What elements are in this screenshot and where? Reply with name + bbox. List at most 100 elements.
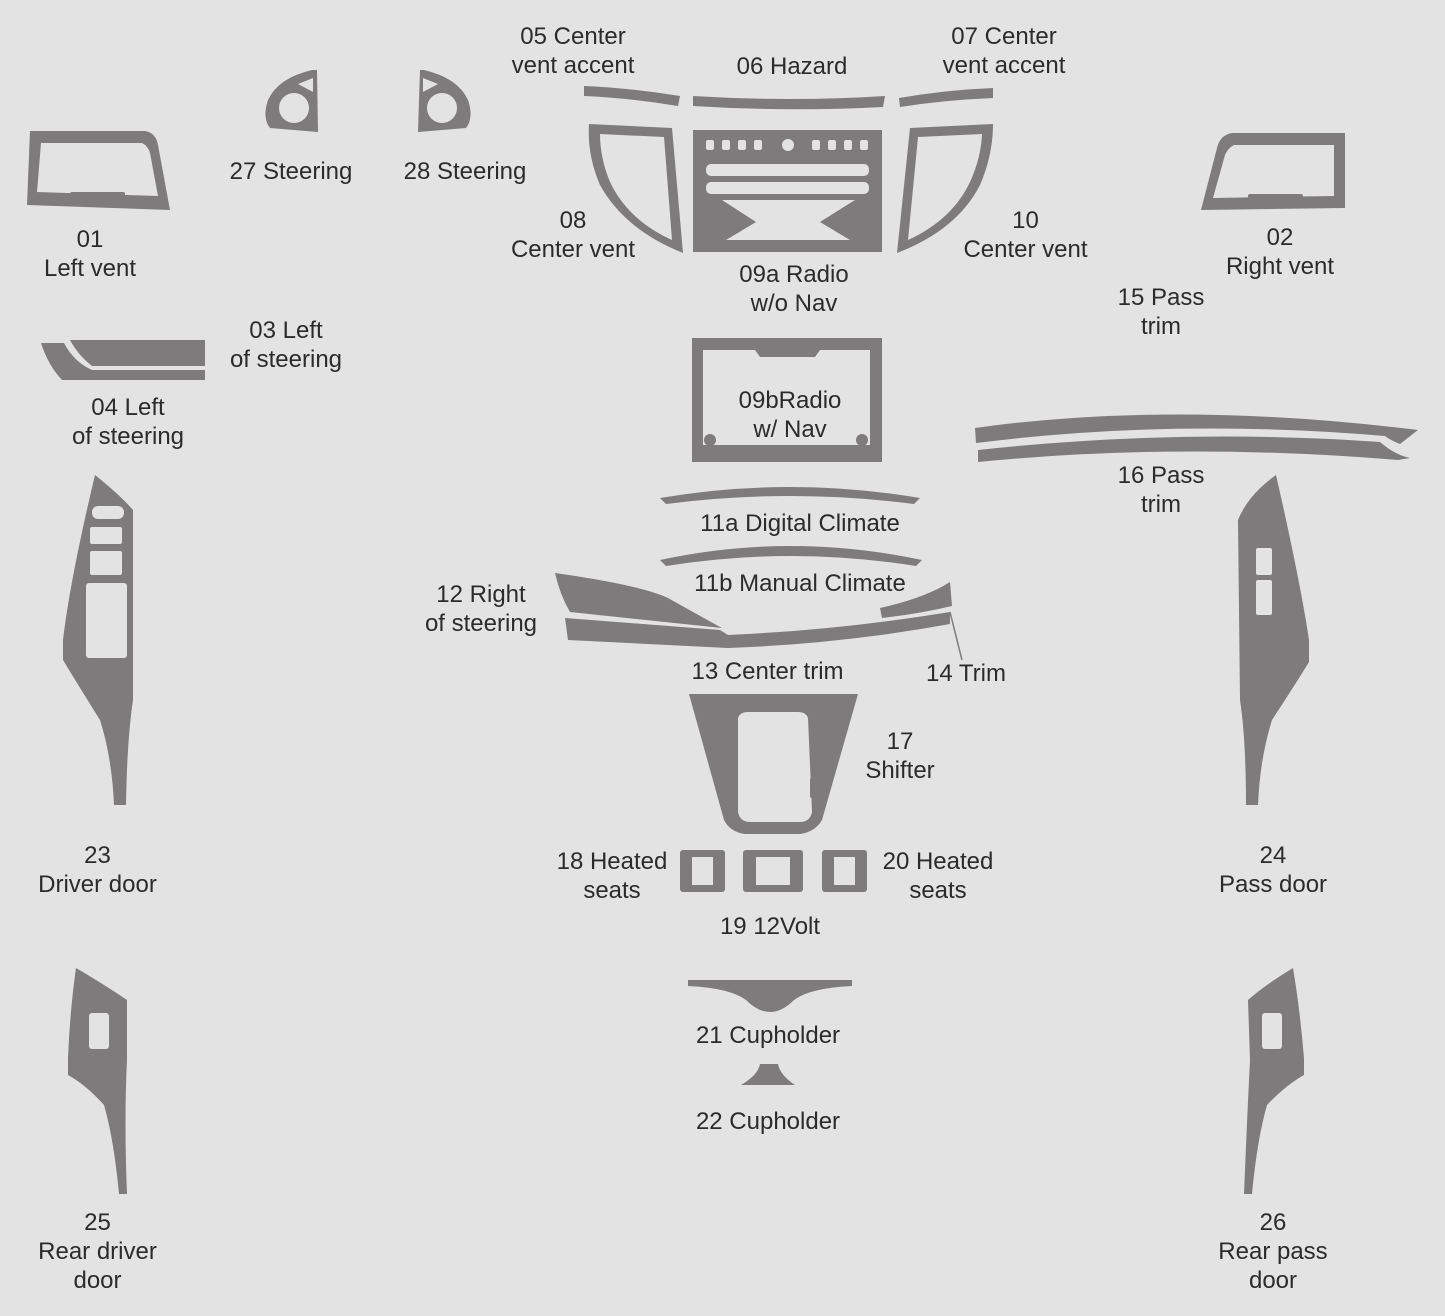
part-05-center-vent-accent [584, 86, 680, 106]
label-line: 27 Steering [229, 158, 353, 185]
label-line: 20 Heated [882, 848, 994, 875]
label-line: 21 Cupholder [695, 1022, 841, 1049]
label-line: 23 [84, 842, 111, 869]
part-15-pass-trim [975, 414, 1418, 444]
label-line: Driver door [38, 871, 157, 898]
part-16-pass-trim [978, 436, 1410, 462]
label-27: 27 Steering [215, 157, 367, 186]
label-11a: 11a Digital Climate [670, 509, 930, 538]
part-20-heated-seats [822, 850, 867, 892]
part-19-12volt [743, 850, 803, 892]
part-04-left-of-steering [41, 343, 205, 380]
label-line: 09a Radio [739, 261, 849, 288]
part-17-shifter [689, 694, 858, 834]
label-line: Center vent [510, 236, 636, 263]
label-line: trim [1141, 313, 1181, 340]
label-line: 28 Steering [403, 158, 527, 185]
part-06-hazard [693, 96, 885, 110]
part-23-driver-door [63, 475, 133, 805]
part-28-steering [418, 70, 471, 132]
label-line: Center vent [963, 236, 1088, 263]
label-11b: 11b Manual Climate [670, 569, 930, 598]
part-09a-radio-without-nav [693, 130, 882, 252]
label-line: 09bRadio [738, 387, 842, 414]
label-line: 22 Cupholder [695, 1108, 841, 1135]
label-line: door [1248, 1267, 1298, 1294]
label-22: 22 Cupholder [670, 1107, 866, 1136]
label-line: 25 [84, 1209, 111, 1236]
part-01-left-vent [27, 131, 170, 210]
label-line: 26 [1259, 1209, 1287, 1236]
label-line: 07 Center [951, 23, 1057, 50]
label-line: trim [1141, 491, 1181, 518]
label-line: 18 Heated [556, 848, 668, 875]
label-line: Shifter [865, 757, 935, 784]
part-03-left-of-steering [70, 340, 205, 366]
part-21-cupholder [688, 980, 852, 1012]
part-07-center-vent-accent [899, 88, 993, 107]
label-line: of steering [229, 346, 343, 373]
part-09b-radio-with-nav [692, 338, 882, 462]
label-line: 12 Right [436, 581, 526, 608]
label-13: 13 Center trim [670, 657, 865, 686]
part-11a-digital-climate [660, 484, 920, 504]
label-line: 13 Center trim [691, 658, 844, 685]
label-line: 02 [1266, 224, 1294, 251]
label-line: of steering [71, 423, 185, 450]
part-24-pass-door [1238, 475, 1309, 805]
label-line: 11a Digital Climate [700, 510, 900, 537]
part-10-center-vent [897, 124, 993, 253]
label-line: Pass door [1218, 871, 1328, 898]
part-18-heated-seats [680, 850, 725, 892]
label-line: seats [909, 877, 967, 904]
part-02-right-vent [1201, 133, 1345, 210]
label-line: 06 Hazard [736, 53, 848, 80]
label-14: 14 Trim [910, 659, 1022, 688]
label-06: 06 Hazard [712, 52, 872, 81]
part-08-center-vent [588, 124, 683, 253]
part-12-right-of-steering [555, 573, 722, 628]
part-26-rear-pass-door [1244, 968, 1304, 1194]
label-line: vent accent [942, 52, 1066, 79]
label-line: 05 Center [520, 23, 626, 50]
label-line: vent accent [511, 52, 635, 79]
label-line: 08 [559, 207, 587, 234]
label-line: 14 Trim [925, 660, 1006, 687]
label-28: 28 Steering [389, 157, 541, 186]
part-22-cupholder [741, 1064, 795, 1085]
label-line: 16 Pass [1117, 462, 1205, 489]
label-line: 24 [1259, 842, 1287, 869]
label-line: seats [583, 877, 641, 904]
label-line: 01 [76, 226, 104, 253]
part-14-trim [880, 582, 963, 661]
label-line: w/ Nav [753, 416, 827, 443]
label-line: 03 Left [249, 317, 323, 344]
part-13-center-trim [565, 612, 950, 648]
label-line: 17 [886, 728, 914, 755]
label-line: 04 Left [91, 394, 165, 421]
label-line: Rear pass [1218, 1238, 1328, 1265]
label-line: w/o Nav [750, 290, 838, 317]
label-line: Left vent [43, 255, 137, 282]
part-25-rear-driver-door [68, 968, 127, 1194]
